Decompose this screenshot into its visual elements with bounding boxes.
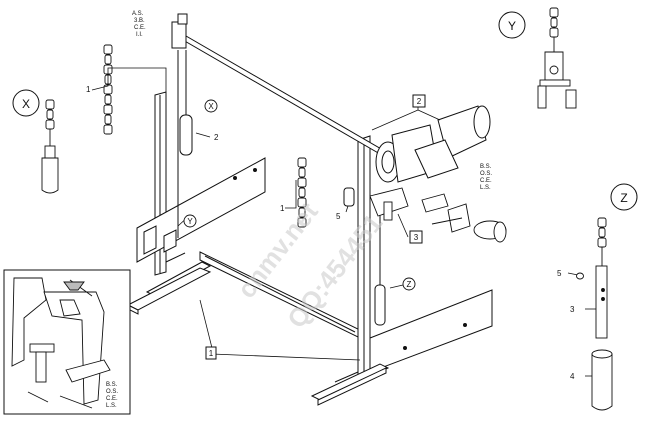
code-r-1: O.S.: [480, 171, 492, 177]
chain-middle: [297, 157, 307, 228]
code-inset-3: L.S.: [106, 403, 117, 409]
detail-x: [41, 99, 59, 194]
code-tl-2: C.E.: [134, 25, 146, 31]
part-5-z-label: 5: [557, 269, 562, 278]
code-stack-right: B.S. O.S. C.E. L.S.: [480, 164, 492, 191]
code-inset-1: O.S.: [106, 389, 118, 395]
code-stack-top-left: A.S. 3.B. C.E. I.I.: [132, 11, 146, 38]
center-bracket: [369, 187, 507, 243]
part-3-z-label: 3: [570, 305, 575, 314]
callout-y-small: Y: [183, 214, 197, 228]
callout-z-label: Z: [620, 191, 627, 205]
detail-z: [576, 217, 613, 411]
code-tl-0: A.S.: [132, 11, 144, 17]
code-r-2: C.E.: [480, 178, 492, 184]
part-5-center-label: 5: [336, 212, 341, 221]
code-inset-2: C.E.: [106, 396, 118, 402]
code-tl-1: 3.B.: [134, 18, 145, 24]
counterweight-right: [374, 215, 386, 326]
part-1-left-label: 1: [86, 85, 91, 94]
small-weight-center: [343, 187, 355, 207]
part-box-2: 2: [412, 94, 426, 108]
main-frame: [126, 13, 493, 406]
part-box-3: 3: [409, 230, 423, 244]
part-box-1: 1: [205, 346, 217, 360]
part-1-mid-label: 1: [280, 204, 285, 213]
part-3-center-label: 3: [414, 233, 419, 242]
part-2-weight-label: 2: [214, 133, 219, 142]
callout-z-small: Z: [402, 277, 416, 291]
chain-left: [103, 44, 113, 135]
code-tl-3: I.I.: [136, 32, 143, 38]
callout-y-main: Y: [498, 11, 526, 39]
counterweight-left: [179, 50, 193, 156]
callout-x-label: X: [22, 97, 30, 111]
callout-x-small-label: X: [208, 102, 214, 111]
detail-y: [537, 7, 577, 109]
callout-z-small-label: Z: [407, 280, 412, 289]
inset-detail: B.S. O.S. C.E. L.S.: [3, 269, 131, 415]
drive-unit: [375, 105, 491, 183]
code-inset-0: B.S.: [106, 382, 118, 388]
code-r-0: B.S.: [480, 164, 492, 170]
part-1-bottom-label: 1: [209, 349, 214, 358]
part-2-top-label: 2: [417, 97, 422, 106]
callout-z-main: Z: [610, 183, 638, 211]
callout-y-label: Y: [508, 19, 516, 33]
callout-x-main: X: [12, 89, 40, 117]
callout-y-small-label: Y: [187, 217, 193, 226]
code-r-3: L.S.: [480, 185, 491, 191]
part-4-z-label: 4: [570, 372, 575, 381]
callout-x-small: X: [204, 99, 218, 113]
